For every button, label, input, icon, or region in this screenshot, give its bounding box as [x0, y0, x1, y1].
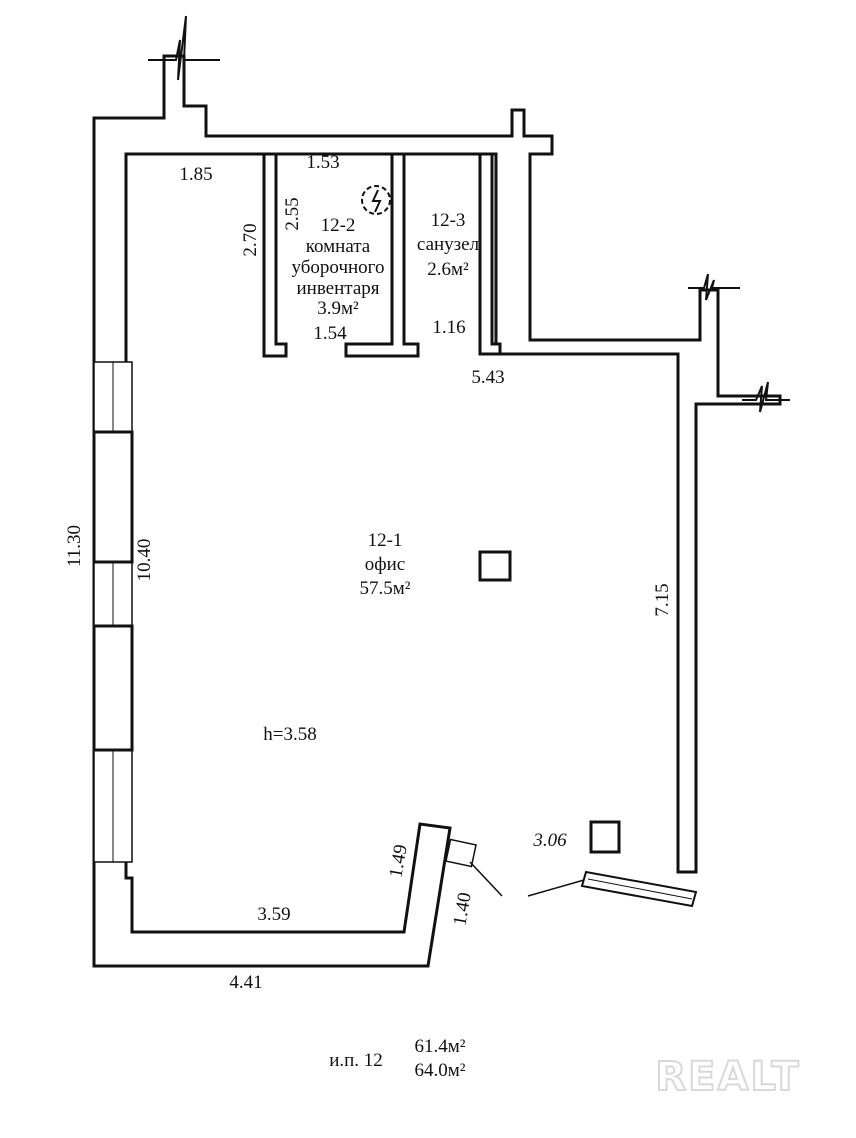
lightning-icon — [371, 189, 382, 213]
dim-office-top-right: 5.43 — [471, 367, 504, 388]
room-12-2-name-2: уборочного — [292, 257, 385, 278]
dim-door-right: 3.06 — [532, 830, 567, 851]
total-area-1: 61.4м² — [415, 1036, 466, 1057]
realt-watermark: REALT — [655, 1054, 800, 1100]
dim-bottom-inner: 3.59 — [257, 904, 290, 925]
dim-notch-vertical: 1.49 — [385, 843, 411, 879]
partition-bath-right — [478, 152, 502, 356]
dim-left-outer: 11.30 — [64, 525, 85, 567]
dim-storage-left-inner: 2.55 — [282, 197, 303, 230]
dim-storage-bottom: 1.54 — [313, 323, 347, 344]
break-mark-top — [148, 15, 220, 81]
total-area-2: 64.0м² — [415, 1060, 466, 1081]
dim-bottom-outer: 4.41 — [229, 972, 262, 993]
room-12-2-name-3: инвентаря — [296, 278, 379, 299]
entry-door-swing — [527, 879, 585, 897]
room-12-2-area: 3.9м² — [317, 298, 359, 319]
dim-notch-outer: 1.40 — [449, 891, 475, 927]
room-12-2-code: 12-2 — [321, 215, 356, 236]
room-12-3-name: санузел — [417, 234, 480, 255]
room-12-1-name: офис — [365, 554, 405, 575]
outer-wall — [92, 54, 782, 968]
break-mark-right-2 — [742, 381, 790, 413]
door-leaf-notch — [469, 861, 503, 897]
room-12-3-code: 12-3 — [431, 210, 466, 231]
dim-storage-left-outer: 2.70 — [240, 223, 261, 256]
entry-door-line — [587, 878, 693, 900]
partition-storage-left — [262, 152, 288, 358]
door-frame-notch — [445, 838, 477, 868]
dim-storage-top: 1.53 — [306, 152, 339, 173]
unit-label: и.п. 12 — [329, 1050, 383, 1071]
electrical-panel-icon — [361, 185, 391, 215]
ceiling-height: h=3.58 — [263, 724, 316, 745]
room-12-3-area: 2.6м² — [427, 259, 469, 280]
room-12-1-code: 12-1 — [368, 530, 403, 551]
room-12-2-name-1: комната — [306, 236, 371, 257]
wall-pier-2 — [92, 624, 134, 752]
partition-storage-right — [344, 152, 420, 358]
room-12-1-area: 57.5м² — [360, 578, 411, 599]
dim-right: 7.15 — [652, 583, 673, 616]
column-right — [589, 820, 621, 854]
break-mark-right-1 — [688, 273, 740, 301]
column-center — [478, 550, 512, 582]
dim-left-inner: 10.40 — [134, 539, 155, 582]
wall-pier-1 — [92, 430, 134, 564]
dim-top-left: 1.85 — [179, 164, 212, 185]
dim-bath-bottom: 1.16 — [432, 317, 465, 338]
